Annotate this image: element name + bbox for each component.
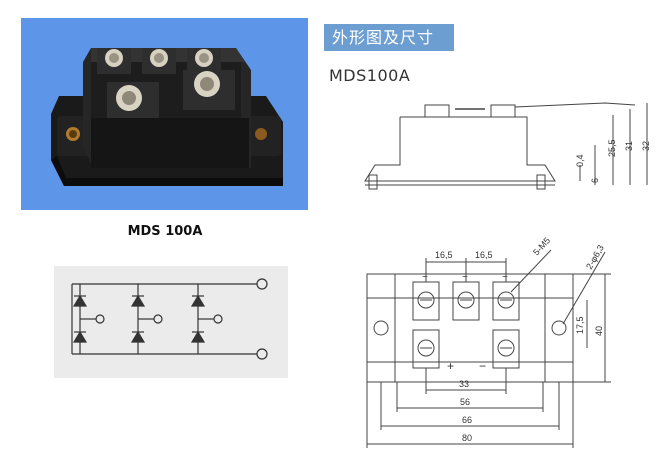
ac-terminal xyxy=(412,281,440,321)
mount-hole-right xyxy=(255,128,267,140)
dim-holes: 2-φ6,3 xyxy=(584,243,606,271)
dim-height: 17,5 xyxy=(575,316,585,334)
ac-terminal xyxy=(492,281,520,321)
dim-side: 6 xyxy=(590,178,600,183)
dim-width: 66 xyxy=(462,415,472,425)
bridge-rectifier-schematic xyxy=(71,278,268,360)
dim-screws: 5-M5 xyxy=(531,235,552,257)
terminal-mark: ~ xyxy=(422,272,428,283)
terminal-screw xyxy=(97,48,131,74)
diode-leg xyxy=(130,284,163,354)
model-title: MDS100A xyxy=(329,66,411,85)
terminal-screw xyxy=(142,48,176,74)
terminal-mark: ~ xyxy=(462,272,468,283)
section-title-banner: 外形图及尺寸 xyxy=(324,24,454,51)
terminal-mark: ~ xyxy=(502,272,508,283)
dim-height: 40 xyxy=(594,326,604,336)
module-photo-illustration xyxy=(51,48,283,186)
diode-leg xyxy=(72,284,105,354)
mount-hole-icon xyxy=(551,320,567,336)
terminal-mark-plus: + xyxy=(447,359,454,373)
terminal-mark-minus: − xyxy=(479,359,486,373)
mount-hole-icon xyxy=(373,320,389,336)
dim-side: 25,5 xyxy=(607,139,617,157)
terminal-screw xyxy=(107,82,159,122)
diode-leg xyxy=(190,284,223,354)
ac-terminal xyxy=(452,281,480,321)
terminal-screw xyxy=(183,70,235,110)
dim-side: 31 xyxy=(624,141,634,151)
dim-width: 33 xyxy=(459,379,469,389)
photo-caption: MDS 100A xyxy=(127,224,203,239)
dim-width: 56 xyxy=(460,397,470,407)
terminal-screw xyxy=(187,48,221,74)
dim-pitch: 16,5 xyxy=(435,250,453,260)
dc-terminal xyxy=(256,348,268,360)
side-view-drawing: 0,4 6 25,5 31 32 xyxy=(364,102,651,190)
dim-side: 32 xyxy=(641,141,651,151)
product-photo xyxy=(21,18,308,210)
dim-width: 80 xyxy=(462,433,472,443)
circuit-schematic xyxy=(54,266,288,378)
dc-terminal xyxy=(256,278,268,290)
dim-side: 0,4 xyxy=(575,154,585,167)
dim-pitch: 16,5 xyxy=(475,250,493,260)
top-view-drawing: ~ ~ ~ + − 16,5 16,5 5-M5 2-φ6,3 17,5 40 … xyxy=(366,235,611,448)
